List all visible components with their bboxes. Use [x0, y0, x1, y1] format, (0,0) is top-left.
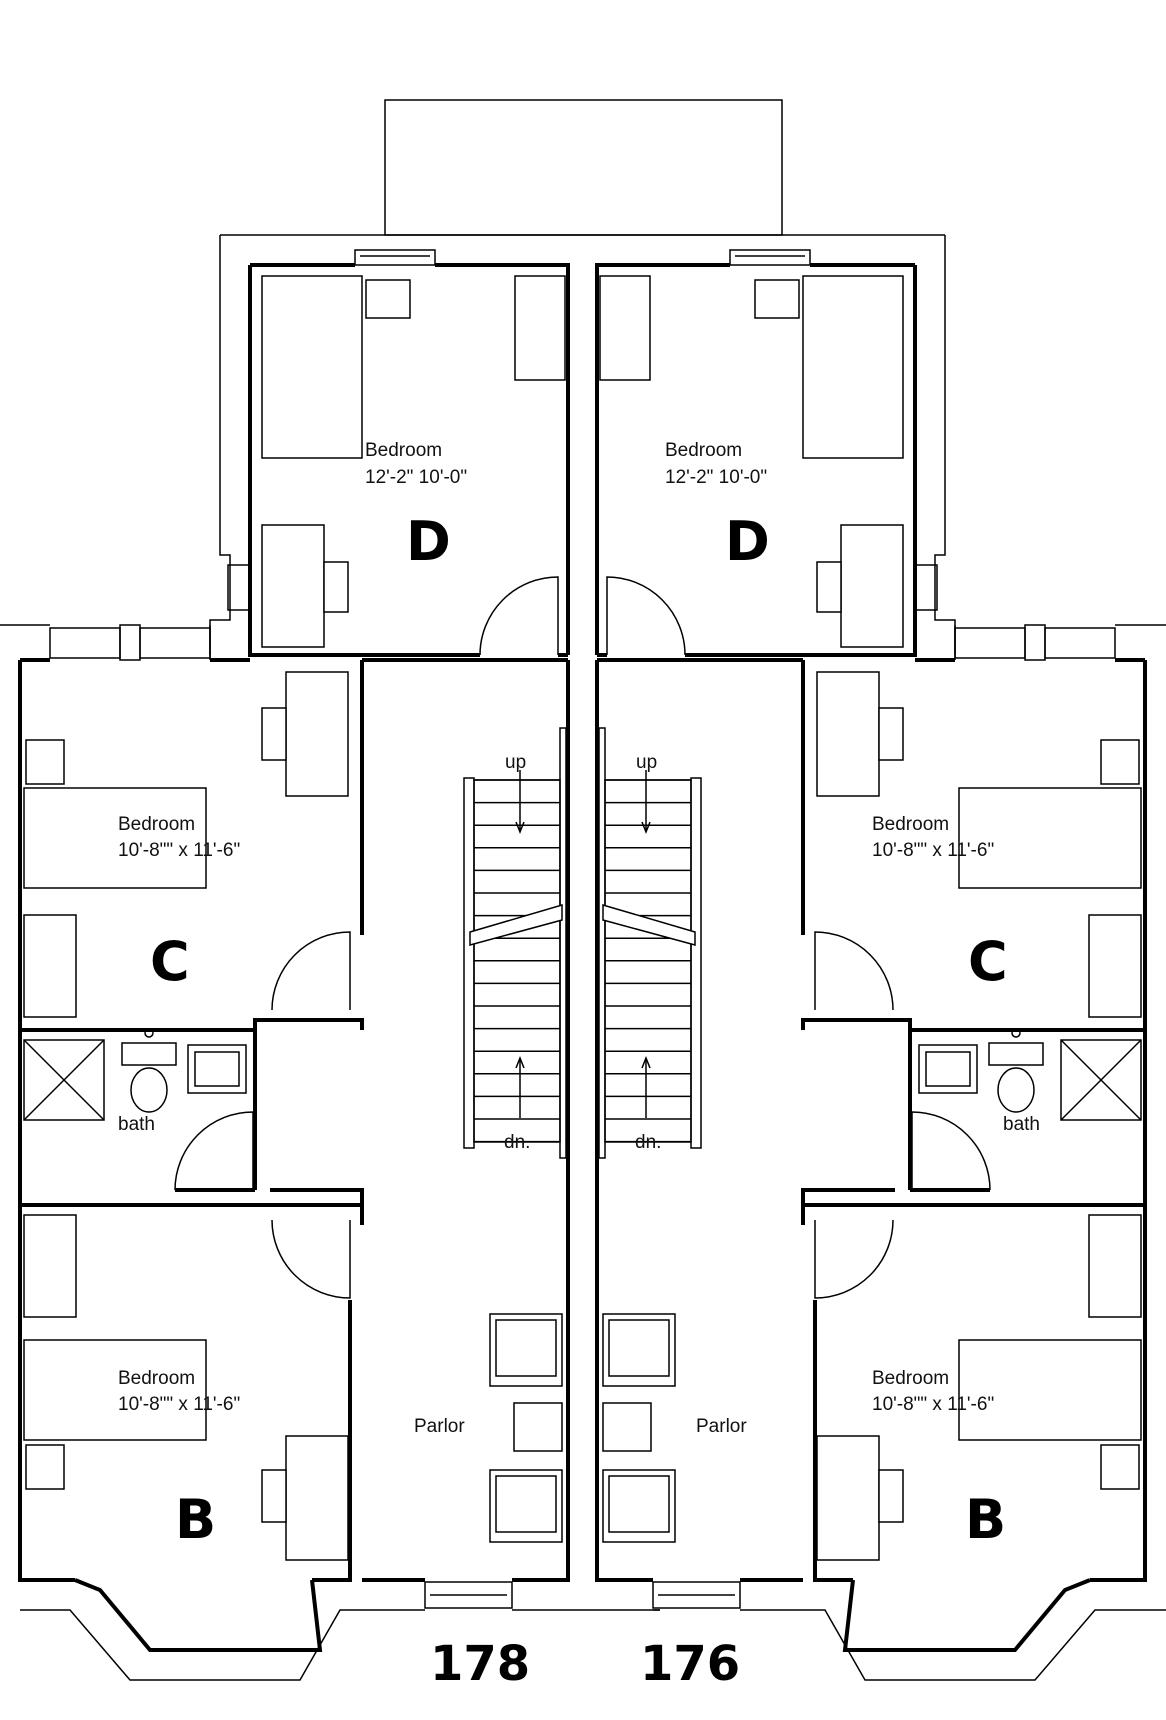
bed: [23, 787, 207, 889]
rear-deck: [384, 99, 783, 236]
bedroom-d-dims: 12'-2" 10'-0": [365, 467, 467, 488]
unit-178: Bedroom 12'-2" 10'-0" D Bedroom 10'-8"" …: [0, 234, 945, 1692]
stair-up-label: up: [636, 752, 657, 773]
bedroom-c-dims: 10'-8"" x 11'-6": [118, 840, 240, 861]
bedroom-b-dims: 10'-8"" x 11'-6": [118, 1394, 240, 1415]
unit-letter-d: D: [725, 510, 770, 573]
stair-down-label: dn.: [504, 1132, 530, 1153]
stair-down-label: dn.: [635, 1132, 661, 1153]
bedroom-d-name: Bedroom: [365, 440, 442, 461]
unit-letter-b: B: [965, 1488, 1006, 1551]
bedroom-c-name: Bedroom: [872, 814, 949, 835]
parlor-label: Parlor: [696, 1416, 747, 1437]
unit-letter-c: C: [968, 930, 1008, 993]
bedroom-b-name: Bedroom: [118, 1368, 195, 1389]
bed: [23, 1339, 207, 1441]
building-number: 178: [430, 1636, 530, 1692]
toilet: [130, 1067, 168, 1113]
toilet: [997, 1067, 1035, 1113]
bedroom-c-name: Bedroom: [118, 814, 195, 835]
bedroom-b-name: Bedroom: [872, 1368, 949, 1389]
bed: [802, 275, 904, 459]
unit-letter-c: C: [150, 930, 190, 993]
unit-letter-b: B: [175, 1488, 216, 1551]
unit-176: Bedroom 12'-2" 10'-0" D Bedroom 10'-8"" …: [595, 235, 1166, 1692]
bedroom-b-dims: 10'-8"" x 11'-6": [872, 1394, 994, 1415]
parlor-label: Parlor: [414, 1416, 465, 1437]
bed: [261, 275, 363, 459]
bedroom-d-name: Bedroom: [665, 440, 742, 461]
bath-label: bath: [118, 1114, 155, 1135]
bedroom-d-dims: 12'-2" 10'-0": [665, 467, 767, 488]
staircase: [463, 727, 567, 1159]
staircase: [598, 727, 702, 1159]
stair-up-label: up: [505, 752, 526, 773]
bedroom-c-dims: 10'-8"" x 11'-6": [872, 840, 994, 861]
unit-letter-d: D: [406, 510, 451, 573]
bed: [958, 787, 1142, 889]
bath-label: bath: [1003, 1114, 1040, 1135]
sink: [187, 1044, 247, 1094]
sink: [918, 1044, 978, 1094]
building-number: 176: [640, 1636, 740, 1692]
bed: [958, 1339, 1142, 1441]
